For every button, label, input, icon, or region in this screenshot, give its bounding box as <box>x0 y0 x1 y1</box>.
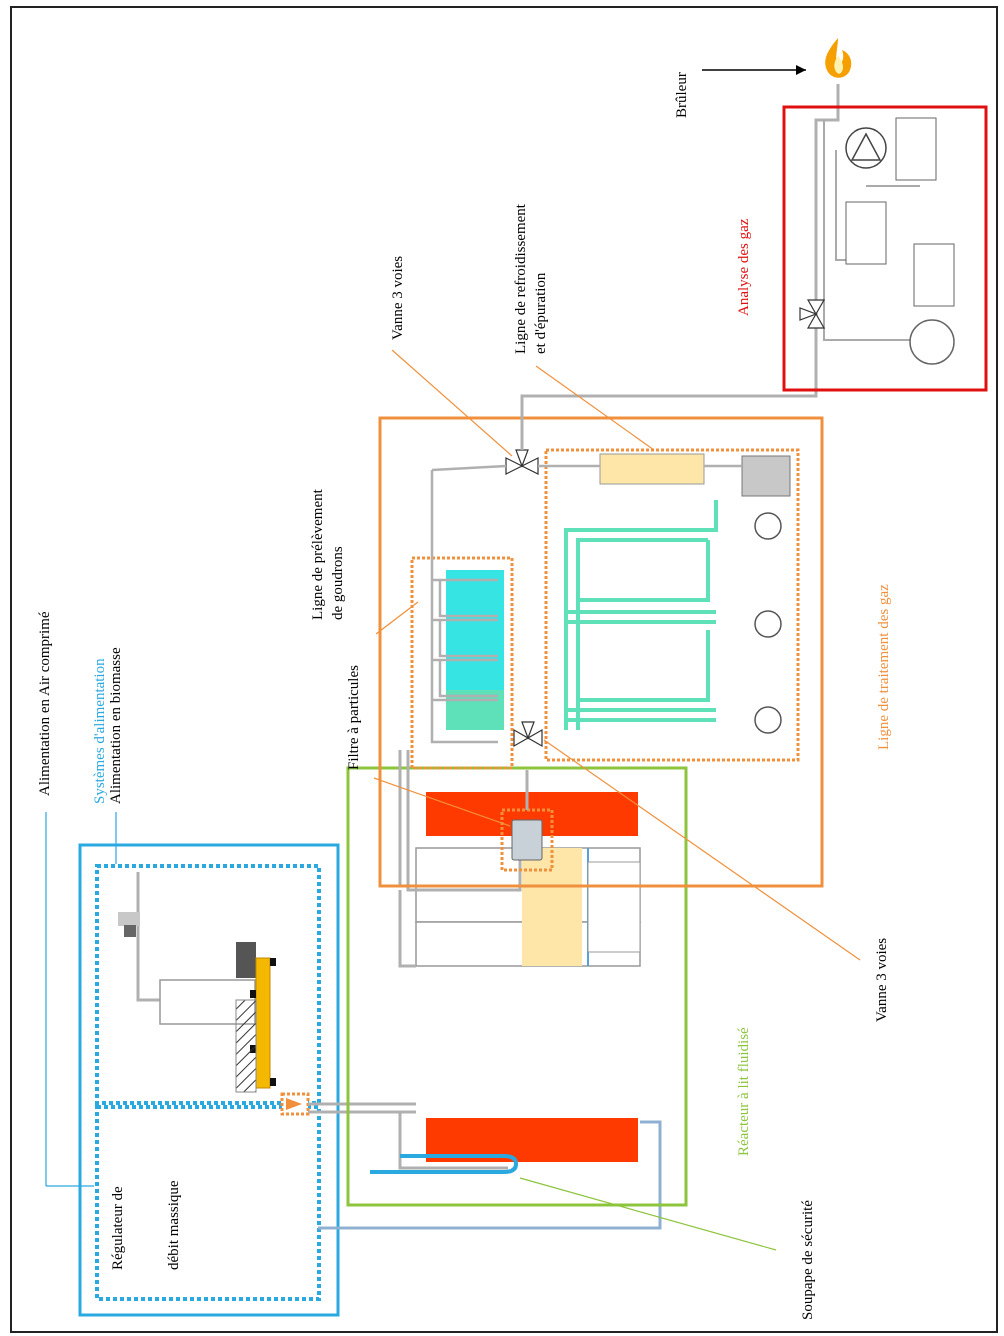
analyzer-3 <box>913 243 955 307</box>
label-mass-flow-2: débit massique <box>166 1180 182 1270</box>
label-valve-top: Vanne 3 voies <box>390 256 406 340</box>
gas-analysis-box <box>782 105 988 392</box>
collector-2 <box>754 610 782 638</box>
analyzer-2 <box>845 201 887 265</box>
cooling-line-frame <box>544 448 800 762</box>
label-burner: Brûleur <box>674 72 690 118</box>
label-tar-line-2: de goudrons <box>330 546 346 620</box>
safety-valve <box>370 1154 519 1174</box>
mass-flow-box <box>95 1105 321 1301</box>
label-tar-line-1: Ligne de prélèvement <box>310 488 326 620</box>
label-biomass-supply: Alimentation en biomasse <box>108 647 124 804</box>
reactor-box <box>346 766 688 1207</box>
label-valve-bottom: Vanne 3 voies <box>874 938 890 1022</box>
label-gas-analysis: Analyse des gaz <box>736 218 752 316</box>
purifier <box>741 455 791 497</box>
pump-icon <box>845 127 887 169</box>
analyzer-1 <box>895 117 937 181</box>
label-air-supply: Alimentation en Air comprimé <box>37 611 53 796</box>
cooler <box>599 453 705 485</box>
valve-icon-analysis <box>799 299 826 329</box>
collector-3 <box>754 706 782 734</box>
label-safety-valve: Soupape de sécurité <box>800 1200 816 1320</box>
label-mass-flow-1: Régulateur de <box>110 1186 126 1270</box>
biomass-feed-box <box>95 864 321 1105</box>
flame-icon <box>825 38 852 78</box>
valve-icon-lower <box>513 721 543 748</box>
label-particle-filter: Filtre à particules <box>346 665 362 770</box>
biomass-feeder <box>118 872 416 1116</box>
gas-treatment-box <box>378 416 824 888</box>
filter-icon <box>511 819 543 861</box>
sampler <box>909 319 955 365</box>
label-cooling-line-1: Ligne de refroidissement <box>513 203 529 354</box>
feeder-screw <box>255 957 271 1089</box>
label-gas-treatment: Ligne de traitement des gaz <box>876 584 892 750</box>
feed-systems-box <box>78 843 340 1317</box>
tar-sampling-frame <box>410 556 514 770</box>
valve-icon-upper <box>505 449 539 475</box>
label-feed-systems: Systèmes d'alimentation <box>92 658 108 804</box>
air-pipe <box>318 1120 662 1230</box>
label-reactor: Réacteur à lit fluidisé <box>736 1027 752 1156</box>
outer-frame <box>10 6 998 1333</box>
collector-1 <box>754 512 782 540</box>
label-cooling-line-2: et d'épuration <box>533 272 549 354</box>
